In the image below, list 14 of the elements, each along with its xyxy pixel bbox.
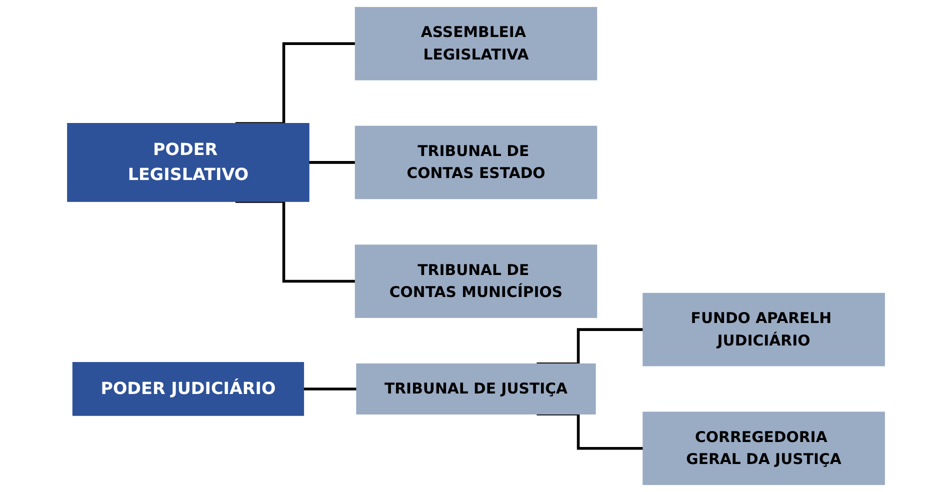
connector bbox=[303, 388, 356, 390]
node-box: TRIBUNAL DE CONTAS ESTADO bbox=[354, 126, 597, 200]
node-box: TRIBUNAL DE CONTAS MUNICÍPIOS bbox=[354, 244, 597, 318]
connector bbox=[234, 42, 355, 125]
node-box: FUNDO APARELH JUDICIÁRIO bbox=[642, 292, 884, 366]
node-box: PODER LEGISLATIVO bbox=[66, 123, 309, 202]
connector bbox=[234, 200, 355, 283]
node-box: PODER JUDICIÁRIO bbox=[72, 362, 304, 416]
connector bbox=[308, 161, 355, 164]
connector bbox=[536, 328, 643, 366]
node-box: ASSEMBLEIA LEGISLATIVA bbox=[354, 6, 597, 80]
connector bbox=[536, 412, 643, 450]
node-box: TRIBUNAL DE JUSTIÇA bbox=[356, 363, 596, 414]
node-box: CORREGEDORIA GERAL DA JUSTIÇA bbox=[642, 412, 884, 486]
